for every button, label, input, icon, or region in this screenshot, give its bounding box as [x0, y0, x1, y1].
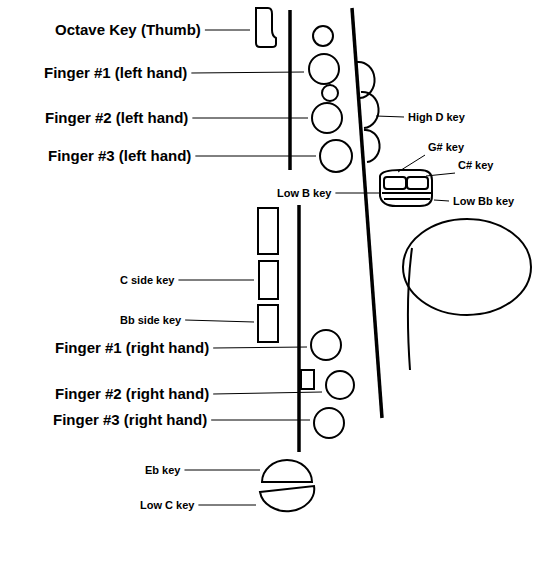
- palm-key: [364, 130, 380, 162]
- bell-edge: [408, 248, 412, 370]
- key-circle: [312, 103, 342, 133]
- leader-line: [178, 280, 254, 281]
- key-circle: [314, 408, 344, 438]
- key-label: Finger #3 (right hand): [53, 412, 207, 429]
- key-label: G# key: [428, 141, 464, 153]
- key-circle: [309, 54, 339, 84]
- eb-key: [262, 460, 312, 482]
- key-label: C# key: [458, 159, 493, 171]
- key-circle: [326, 371, 354, 399]
- key-label: Low C key: [140, 499, 194, 511]
- leader-line: [213, 347, 307, 348]
- key-label: Octave Key (Thumb): [55, 22, 201, 39]
- leader-line: [211, 420, 310, 421]
- palm-key: [361, 92, 379, 128]
- leader-line: [434, 200, 449, 201]
- body-line: [288, 10, 292, 170]
- key-label: Finger #2 (right hand): [55, 386, 209, 403]
- key-label: Eb key: [145, 464, 180, 476]
- low-c-key: [260, 486, 314, 511]
- key-label: Low B key: [277, 187, 331, 199]
- leader-line: [198, 505, 256, 506]
- leader-line: [192, 118, 308, 119]
- leader-line: [184, 470, 260, 471]
- key-label: Finger #1 (right hand): [55, 340, 209, 357]
- octave-key: [256, 8, 276, 47]
- key-label: Finger #2 (left hand): [45, 110, 188, 127]
- key-label: Low Bb key: [453, 195, 514, 207]
- key-label: Finger #1 (left hand): [44, 65, 187, 82]
- leader-line: [195, 156, 316, 157]
- key-label: Bb side key: [120, 314, 181, 326]
- side-key: [259, 261, 278, 299]
- small-key: [301, 370, 314, 389]
- low-b-key: [382, 192, 431, 194]
- key-circle: [311, 330, 341, 360]
- leader-line: [185, 320, 254, 322]
- leader-line: [376, 116, 404, 117]
- key-circle: [320, 140, 352, 172]
- key-label: High D key: [408, 111, 465, 123]
- body-line: [297, 205, 301, 452]
- low-bb-key: [384, 198, 430, 200]
- leader-line: [426, 173, 455, 176]
- leader-line: [398, 155, 425, 172]
- csharp-key: [407, 177, 428, 189]
- key-circle: [322, 85, 338, 101]
- body-line: [352, 8, 382, 418]
- leader-line: [213, 392, 322, 394]
- key-label: Finger #3 (left hand): [48, 148, 191, 165]
- leader-line: [205, 30, 250, 31]
- key-circle: [313, 26, 333, 46]
- key-label: C side key: [120, 274, 174, 286]
- side-key: [258, 208, 278, 254]
- table-keys: [380, 170, 432, 206]
- gsharp-key: [384, 177, 406, 189]
- bell-ellipse: [403, 219, 531, 315]
- leader-line: [191, 72, 304, 73]
- leader-line: [335, 193, 380, 194]
- side-key: [258, 305, 278, 342]
